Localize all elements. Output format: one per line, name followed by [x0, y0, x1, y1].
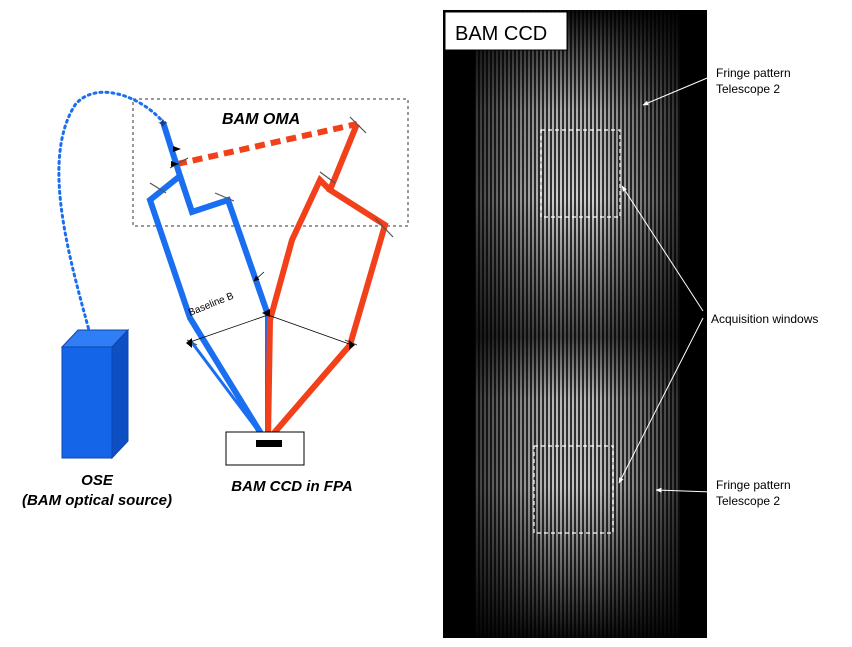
fiber-end-star-icon: ✦	[157, 115, 169, 131]
annotation-fringe-top-line2: Telescope 2	[716, 82, 780, 96]
ccd-fpa-label: BAM CCD in FPA	[231, 478, 352, 495]
telescope-1-converge	[188, 339, 267, 441]
oma-box	[132, 98, 409, 227]
ccd-image-panel: BAM CCD	[443, 10, 713, 638]
telescope-2-beam-b	[265, 174, 333, 441]
arrow-acq-bottom	[618, 317, 704, 484]
ccd-fpa-box	[225, 431, 305, 466]
arrow-acq-top	[621, 185, 704, 312]
optical-fiber	[57, 90, 165, 336]
beam-markers	[171, 146, 355, 350]
telescope-1-beam	[146, 121, 268, 442]
ccd-title: BAM CCD	[455, 23, 547, 45]
ccd-annotations: Fringe pattern Telescope 2 Acquisition w…	[711, 66, 818, 508]
ccd-chip	[256, 440, 282, 447]
arrow-fringe-top	[642, 75, 713, 106]
arrow-fringe-bottom	[655, 487, 713, 493]
ose-sublabel: (BAM optical source)	[22, 492, 172, 509]
oma-cross-beam	[176, 121, 358, 167]
annotation-fringe-bottom-line1: Fringe pattern	[716, 478, 791, 492]
baseline-arrow	[253, 271, 265, 282]
ose-label: OSE	[81, 472, 114, 489]
baseline-line-1	[189, 314, 269, 343]
baseline-line-2	[267, 314, 353, 346]
annotation-fringe-bottom-line2: Telescope 2	[716, 494, 780, 508]
annotation-acquisition-windows: Acquisition windows	[711, 312, 818, 326]
fringe-vertical-falloff	[443, 10, 707, 638]
acquisition-window-bottom	[533, 445, 614, 534]
left-diagram: BAM OMA ✦ Baseline B	[22, 90, 409, 509]
ccd-title-box	[444, 11, 568, 51]
ose-source-box	[60, 328, 130, 460]
annotation-fringe-top-line1: Fringe pattern	[716, 66, 791, 80]
baseline-label: Baseline B	[187, 291, 236, 319]
acquisition-window-top	[540, 129, 621, 218]
oma-label: BAM OMA	[222, 111, 300, 128]
telescope-2-beam	[265, 122, 389, 442]
